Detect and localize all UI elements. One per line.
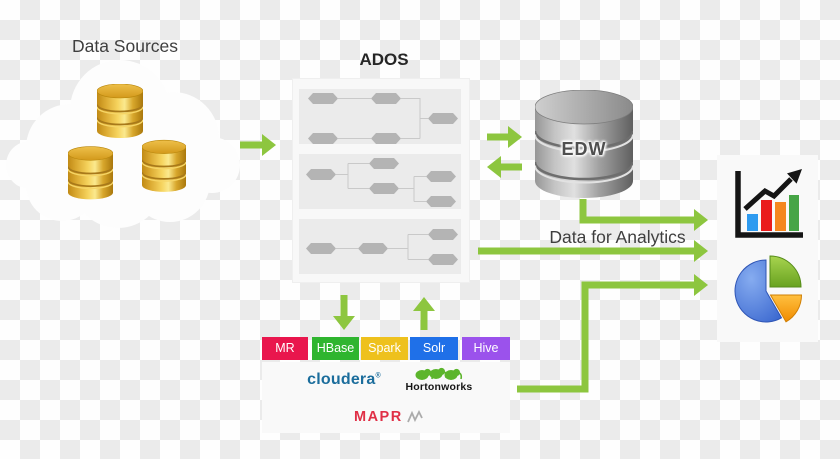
ados-workflow-panels — [299, 89, 461, 274]
cloudera-logo: cloudera® — [307, 371, 381, 388]
vendor-logos-box: cloudera® Hortonworks MAPR — [262, 362, 510, 433]
mapr-mark-icon — [406, 410, 423, 423]
ados-title: ADOS — [359, 50, 409, 69]
chip-hive: Hive — [462, 337, 510, 360]
arrow-vendors-to-analytics — [517, 281, 694, 393]
arrow-edw-to-analytics — [579, 199, 694, 224]
bar-chart-icon — [735, 169, 803, 238]
hortonworks-logo: Hortonworks — [400, 366, 478, 393]
edw-database-icon — [535, 90, 633, 198]
mapr-logo: MAPR — [354, 409, 424, 425]
chip-spark: Spark — [361, 337, 408, 360]
database-icon-gold-2 — [68, 146, 113, 200]
chip-solr: Solr — [410, 337, 458, 360]
analytics-output-box — [717, 155, 818, 342]
data-sources-title: Data Sources — [71, 36, 179, 56]
ados-box — [292, 78, 470, 283]
edw-label: EDW — [561, 139, 607, 159]
chip-hbase: HBase — [312, 337, 359, 360]
database-icon-gold-1 — [97, 84, 143, 138]
data-for-analytics-label: Data for Analytics — [549, 227, 686, 247]
chip-mr: MR — [262, 337, 308, 360]
database-icon-gold-3 — [142, 139, 186, 193]
hortonworks-text: Hortonworks — [405, 381, 473, 393]
elephants-icon — [415, 367, 463, 381]
pie-chart-icon — [734, 255, 803, 323]
